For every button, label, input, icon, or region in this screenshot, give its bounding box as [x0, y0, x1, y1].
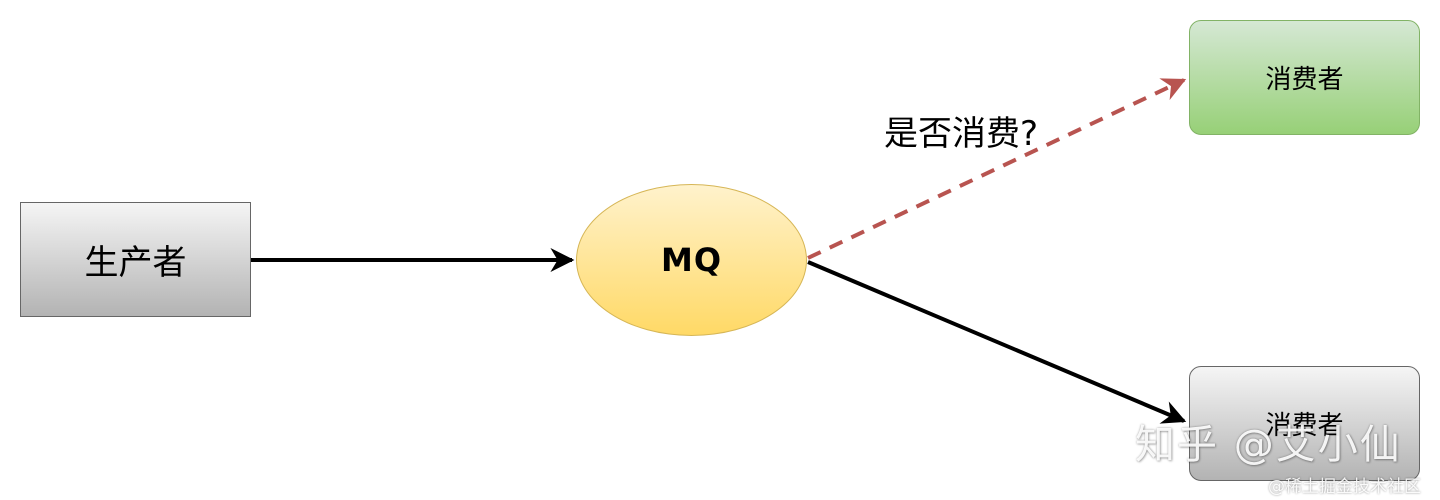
producer-label: 生产者: [84, 243, 187, 283]
edge-mq-to-consumer-top: [807, 78, 1187, 260]
edge-label-uncertain: 是否消费?: [884, 114, 1039, 154]
consumer-top-node: 消费者: [1189, 20, 1420, 135]
mq-label: MQ: [660, 241, 723, 279]
edge-mq-to-consumer-bottom: [807, 260, 1187, 424]
producer-node: 生产者: [20, 202, 251, 317]
consumer-bottom-label: 消费者: [1265, 411, 1344, 441]
mq-node: MQ: [576, 184, 807, 336]
consumer-top-label: 消费者: [1265, 65, 1344, 95]
watermark-sub: @稀土掘金技术社区: [1268, 477, 1421, 497]
watermark-main: 知乎 @艾小仙: [1135, 422, 1402, 468]
consumer-bottom-node: 消费者: [1189, 366, 1420, 481]
